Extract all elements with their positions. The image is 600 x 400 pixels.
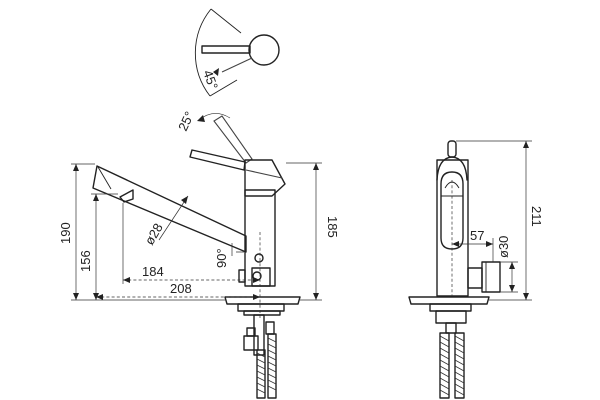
label-185: 185 [325,216,340,238]
side-body [436,159,469,297]
label-25-deg: 25° [175,109,197,133]
dim-211-arrow-bottom [523,293,529,300]
side-lever-knob [447,140,457,158]
base-ring [237,303,285,312]
port-upper [254,253,264,263]
top-arrow [213,68,219,76]
lever-angle-arrow [197,115,205,122]
side-stub [467,267,483,289]
dim-28-arrow [181,196,188,204]
label-45-deg: 45° [200,68,221,92]
lever-ghost [213,115,253,164]
front-view: 25° [58,109,340,399]
side-view: 57 ø30 211 [408,140,544,399]
dim-208-arrow-left [96,294,103,300]
top-handle-lever [201,45,251,54]
dim-57-arrow-right [486,241,493,247]
dim-57-arrow-left [452,241,459,247]
port-block [251,267,271,287]
side-base-plate [408,296,490,305]
dim-190-arrow-top [73,164,79,171]
top-handle-hub [248,34,280,66]
dim-184-arrow-left [123,277,130,283]
label-dia-30: ø30 [496,236,511,258]
side-spout [440,171,464,250]
dim-185-arrow-top [313,163,319,170]
cap-ghost-line [245,169,283,179]
spout-tip-line [97,166,112,190]
dim-30-arrow-top [509,262,515,269]
label-156: 156 [78,250,93,272]
side-base-washer [435,310,467,324]
dim-184-arrow-right [253,277,260,283]
lever [189,149,246,171]
dim-28-line [158,195,189,241]
front-hose-right [267,333,277,399]
shank-fitting [243,335,259,351]
dim-90-marks [231,243,244,256]
label-57: 57 [470,228,484,243]
spout [92,165,247,253]
dim-185-arrow-bottom [313,293,319,300]
label-211: 211 [529,206,544,227]
label-90-deg: 90° [214,248,229,268]
mounting-shank [253,314,265,356]
shank-nut-right [265,321,275,335]
dim-30-arrow-bottom [509,285,515,292]
side-cap [436,156,468,181]
side-base-ring [429,303,472,312]
dim-156-arrow-bottom [93,293,99,300]
side-hose-right [454,332,465,399]
side-knob [238,269,246,283]
dim-190-arrow-bottom [73,293,79,300]
side-shank [445,322,457,334]
label-184: 184 [142,264,164,279]
label-dia-28: ø28 [142,221,166,248]
side-hose-left [439,332,450,399]
top-handle-ghost [221,57,253,73]
dim-156-arrow-top [93,194,99,201]
base-plate [224,296,301,305]
spout-nozzle [119,189,134,203]
dim-211-arrow-top [523,141,529,148]
side-knob [481,261,501,293]
label-208: 208 [170,281,192,296]
label-190: 190 [58,222,73,244]
top-view: 45° [194,8,280,97]
front-hose-left [256,349,266,399]
top-arc-end [209,79,238,97]
dim-208-arrow-right [253,294,260,300]
top-swing-arc [194,8,242,97]
